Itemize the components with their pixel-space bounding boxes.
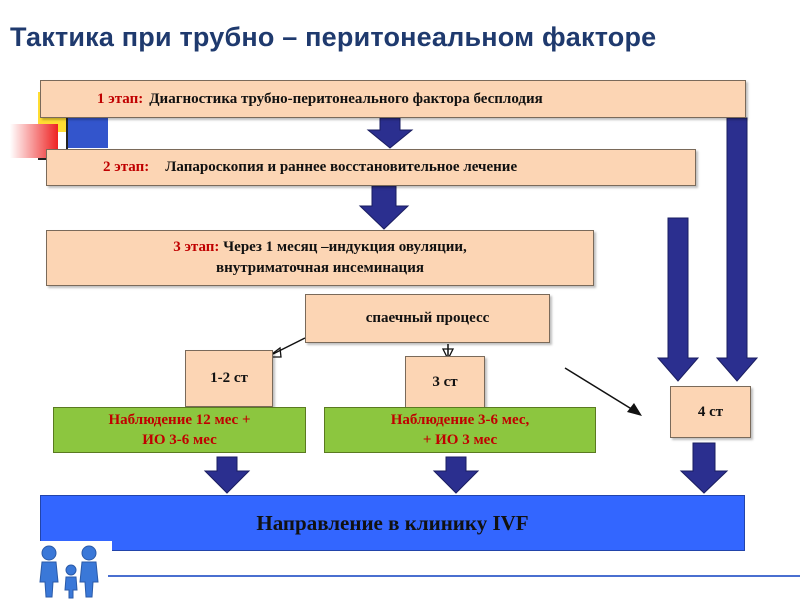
arrow-stage1-to-stage2 — [366, 117, 414, 149]
deco-vline — [66, 92, 68, 166]
stage3-text-line1: Через 1 месяц –индукция овуляции, — [223, 239, 467, 255]
observation-2-box: Наблюдение 3-6 мес, + ИО 3 мес — [324, 407, 596, 453]
stage2-text: Лапароскопия и раннее восстановительное … — [165, 159, 518, 175]
stage2-label: 2 этап: — [103, 159, 150, 175]
deco-blue-square — [68, 118, 108, 148]
grade12-box: 1-2 ст — [185, 350, 273, 407]
arrow-stage3-to-grade4 — [656, 217, 700, 382]
pointer-adhesion-to-grade4 — [564, 367, 639, 414]
stage3-line1: 3 этап: Через 1 месяц –индукция овуляции… — [173, 237, 467, 258]
grade4-box: 4 ст — [670, 386, 751, 438]
obs1-line1: Наблюдение 12 мес + — [108, 412, 251, 428]
deco-hline — [38, 158, 50, 160]
stage1-box: 1 этап: Диагностика трубно-перитонеально… — [40, 80, 746, 118]
arrow-grade4-to-ivf — [679, 442, 729, 494]
stage3-box: 3 этап: Через 1 месяц –индукция овуляции… — [46, 230, 594, 286]
arrow-obs2-to-ivf — [432, 456, 480, 494]
grade3-box: 3 ст — [405, 356, 485, 409]
obs2-line2: + ИО 3 мес — [422, 432, 498, 448]
adhesion-box: спаечный процесс — [305, 294, 550, 343]
stage3-text-line2: внутриматочная инсеминация — [216, 260, 424, 276]
ivf-referral-box: Направление в клинику IVF — [40, 495, 745, 551]
deco-notch — [36, 541, 112, 555]
arrow-stage1-to-grade4 — [715, 117, 759, 382]
obs2-line1: Наблюдение 3-6 мес, — [390, 412, 530, 428]
page-title: Тактика при трубно – перитонеальном факт… — [10, 22, 657, 52]
stage2-box: 2 этап: Лапароскопия и раннее восстанови… — [46, 149, 696, 186]
arrow-obs1-to-ivf — [203, 456, 251, 494]
observation-1-box: Наблюдение 12 мес + ИО 3-6 мес — [53, 407, 306, 453]
stage1-label: 1 этап: — [97, 90, 144, 107]
stage1-text: Диагностика трубно-перитонеального факто… — [149, 90, 543, 107]
stage3-label: 3 этап: — [173, 239, 220, 255]
pointer-adhesion-to-grade12 — [272, 337, 306, 355]
obs1-line2: ИО 3-6 мес — [142, 432, 217, 448]
arrow-stage2-to-stage3 — [358, 185, 410, 230]
